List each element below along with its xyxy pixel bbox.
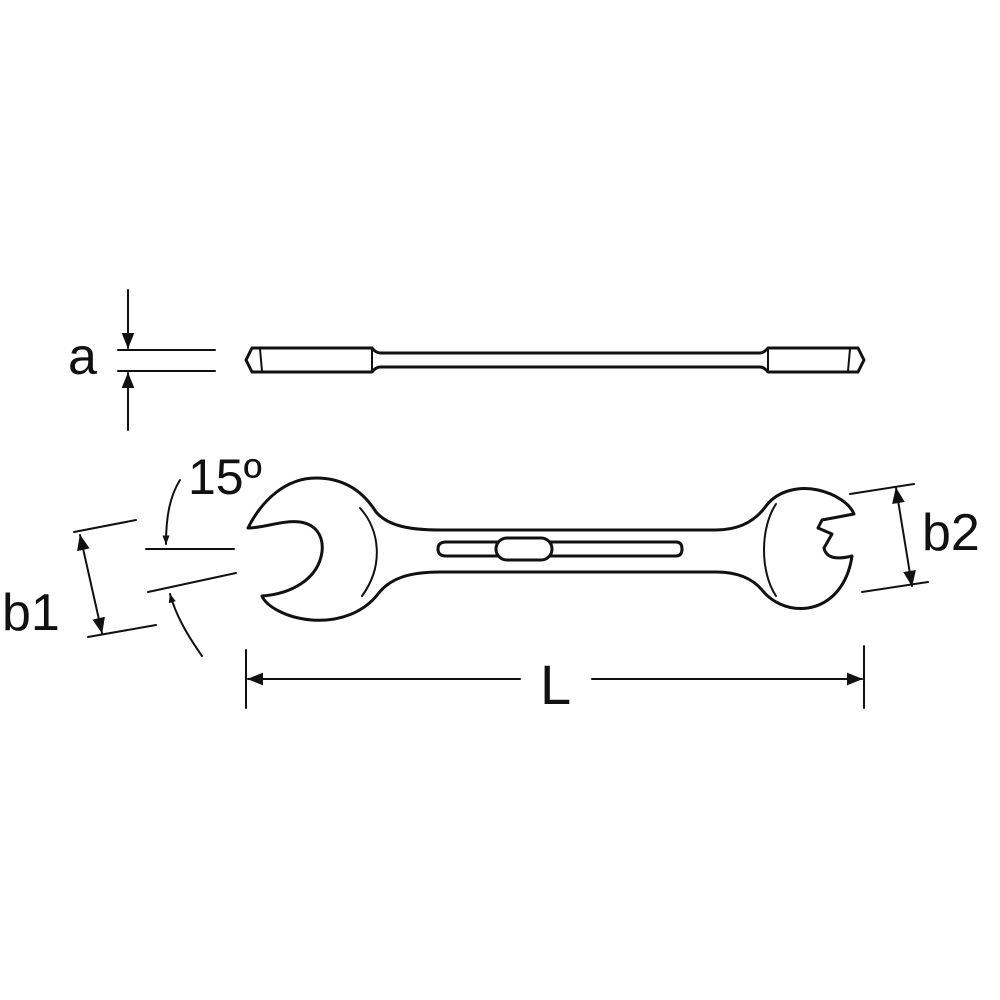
b1-extension-top [73,519,137,533]
thickness-label: a [68,328,97,386]
angle-arrow-lower [168,593,203,657]
side-profile-outline [244,346,866,374]
right-head-inner-curve [763,503,777,597]
b2-extension-bottom [861,581,929,593]
b1-label: b1 [2,584,60,642]
b2-dimension-line [892,487,916,587]
wrench-top-view [246,476,856,622]
side-profile-right-end [847,348,851,372]
angle-dimension: 15º [145,449,262,657]
b2-dimension: b2 [849,483,980,593]
b2-extension-top [849,483,915,495]
left-head-inner-curve [359,507,378,597]
handle-center-boss [494,536,554,562]
b2-label: b2 [922,504,980,562]
b1-extension-bottom [87,624,157,638]
handle-slot [548,540,684,558]
angle-label: 15º [188,449,262,505]
b1-dimension: b1 [2,519,157,642]
b1-dimension-line [77,534,105,634]
angle-jaw-line [147,572,237,593]
side-profile-left-end [259,348,263,372]
length-dimension: L [245,645,865,716]
length-label: L [540,653,571,716]
angle-arrow-upper [162,479,181,545]
side-view [117,289,866,431]
